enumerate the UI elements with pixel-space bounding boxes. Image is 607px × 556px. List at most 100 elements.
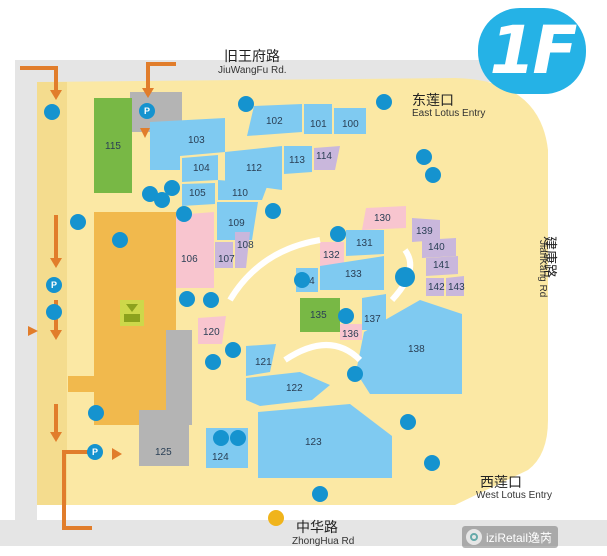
escalator-icon [424,455,440,471]
unit-138[interactable] [356,300,462,394]
label-108: 108 [237,240,254,251]
parking-icon [139,103,155,119]
label-103: 103 [188,135,205,146]
arrowhead-7 [140,128,150,138]
unit-143[interactable] [446,276,464,296]
label-109: 109 [228,218,245,229]
unit-105[interactable] [182,183,215,206]
label-112: 112 [246,163,262,174]
escalator-icon [265,203,281,219]
escalator-icon [416,149,432,165]
label-138: 138 [408,344,425,355]
unit-131[interactable] [346,230,384,256]
unit-135[interactable] [300,298,340,332]
unit-133[interactable] [320,256,384,290]
entry-west-en: West Lotus Entry [476,490,552,501]
label-137: 137 [364,314,381,325]
unit-122[interactable] [246,372,330,406]
arrowhead-5 [50,432,62,442]
unit-136[interactable] [340,324,362,340]
unit-130[interactable] [362,206,406,230]
unit-112[interactable] [225,146,282,190]
floor-badge: 1F [478,8,586,94]
label-106: 106 [181,254,198,265]
watermark: iziRetail逸芮 [462,526,559,548]
arrow-heads [28,88,154,460]
unit-100[interactable] [334,108,366,134]
elevator-icon [330,226,346,242]
arrow-n [146,62,176,90]
restroom-icon [142,186,158,202]
elevator-icon [294,272,310,288]
bus-icon [70,214,86,230]
unit-101[interactable] [304,104,332,134]
unit-125[interactable] [139,432,189,466]
label-120: 120 [203,327,220,338]
unit-113[interactable] [284,146,312,174]
unit-labels: 100 101 102 103 104 105 106 107 108 109 … [105,116,465,463]
label-135: 135 [310,310,327,321]
unit-104[interactable] [182,155,218,182]
unit-142[interactable] [426,278,444,296]
escalator-icon [376,94,392,110]
unit-102[interactable] [247,104,302,136]
elevator-icon [112,232,128,248]
label-139: 139 [416,226,433,237]
unit-137[interactable] [362,294,386,330]
anchor-logo [120,300,144,326]
unit-123[interactable] [258,404,392,478]
unit-106[interactable] [176,212,214,288]
elevator-icon [238,96,254,112]
label-141: 141 [433,260,450,271]
unit-108[interactable] [235,232,250,268]
unit-115[interactable] [94,98,132,193]
arrowhead-3 [50,258,62,268]
bus-icon [268,510,284,526]
label-140: 140 [428,242,445,253]
unit-139[interactable] [412,218,440,242]
watermark-text: iziRetail逸芮 [486,530,553,545]
parking-glyph: P [51,280,57,290]
unit-103[interactable] [150,118,225,170]
arrowhead-2 [142,88,154,98]
parking-glyph: P [92,447,98,457]
unit-121[interactable] [246,344,276,376]
arrowhead-1 [50,90,62,100]
label-143: 143 [448,282,465,293]
road-north-zh: 旧王府路 [224,49,280,65]
service-icons [44,94,441,526]
road-east [580,130,607,460]
parking-icon [87,444,103,460]
label-114: 114 [316,151,332,162]
label-100: 100 [342,119,359,130]
accessible-icon [154,192,170,208]
escalator-icon [225,342,241,358]
unit-107[interactable] [215,242,233,268]
unit-114[interactable] [314,146,340,170]
label-115: 115 [105,141,121,152]
unit-110[interactable] [218,180,268,200]
unit-140[interactable] [422,238,456,258]
label-142: 142 [428,282,445,293]
unit-141[interactable] [426,256,458,276]
arrow-sw [62,450,92,530]
arrowhead-9 [28,326,38,336]
label-104: 104 [193,163,210,174]
elevator-icon [88,405,104,421]
garden-path-1 [227,237,321,302]
unit-132[interactable] [320,242,344,266]
escalator-icon [203,292,219,308]
label-133: 133 [345,269,362,280]
label-136: 136 [342,329,359,340]
elevator-icon [400,414,416,430]
service-block-1 [166,330,192,425]
label-123: 123 [305,437,322,448]
road-east-en: JianKang Rd [537,240,548,298]
sidewalk-west [37,82,67,505]
arrowhead-8 [112,448,122,460]
label-131: 131 [356,238,373,249]
unit-120[interactable] [198,316,226,344]
unit-109[interactable] [217,202,258,240]
label-121: 121 [255,357,272,368]
